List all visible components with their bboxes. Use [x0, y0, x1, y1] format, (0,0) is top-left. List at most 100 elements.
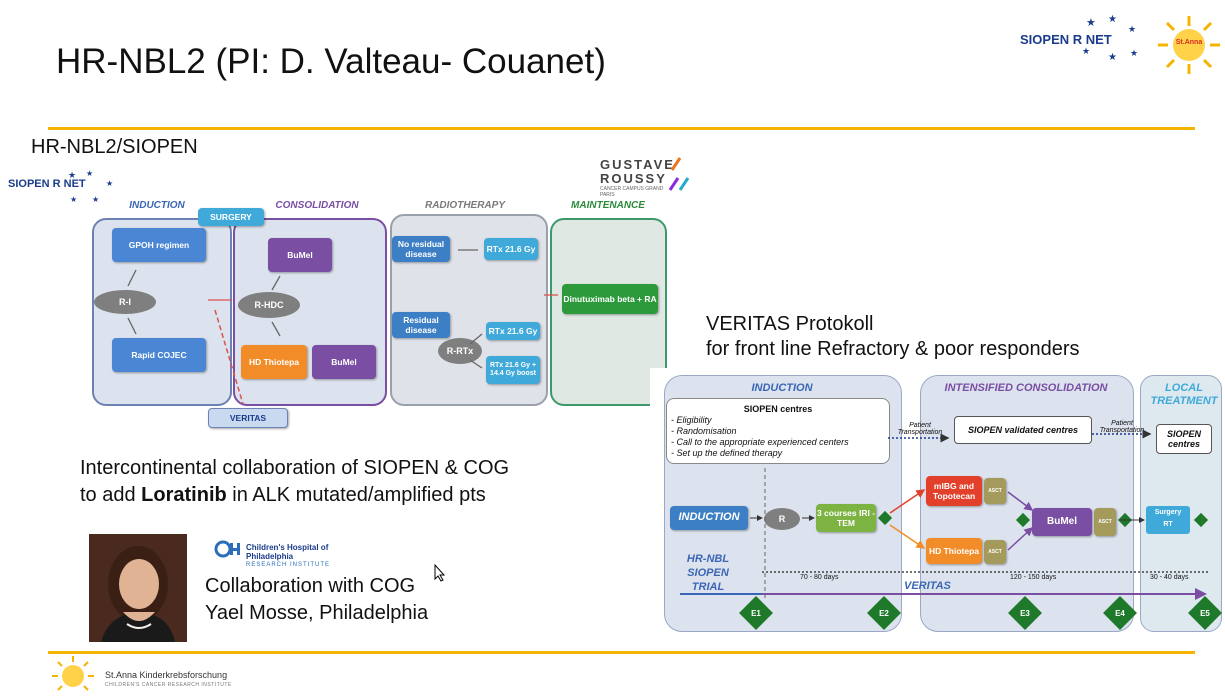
footer-sun-icon	[52, 656, 94, 691]
svg-text:★: ★	[106, 179, 113, 188]
collab-text: Intercontinental collaboration of SIOPEN…	[80, 455, 509, 509]
duration-2: 120 - 150 days	[1010, 574, 1057, 581]
svg-text:★: ★	[1128, 24, 1136, 34]
bumel-top-box: BuMel	[268, 238, 332, 272]
event-label: E1	[751, 608, 761, 618]
svg-text:★: ★	[70, 195, 77, 204]
surgery-rt-box: Surgery RT	[1146, 506, 1190, 534]
diagram-subtitle: HR-NBL2/SIOPEN	[31, 136, 198, 158]
svg-text:St.Anna: St.Anna	[1176, 39, 1203, 46]
svg-text:★: ★	[1108, 14, 1117, 25]
ri-randomisation: R-I	[94, 290, 156, 314]
maintenance-header: MAINTENANCE	[571, 200, 645, 211]
list-item: - Eligibility	[671, 415, 712, 425]
surgery-box: SURGERY	[198, 208, 264, 226]
residual-box: Residual disease	[392, 312, 450, 338]
collab-line1: Intercontinental collaboration of SIOPEN…	[80, 457, 510, 479]
svg-text:★: ★	[1130, 48, 1138, 58]
event-marker: E2	[867, 596, 901, 630]
veritas-box: VERITAS	[208, 408, 288, 428]
list-item: - Randomisation	[671, 426, 737, 436]
list-item: - Set up the defined therapy	[671, 448, 783, 458]
gustave-roussy-logo: GUSTAVE ROUSSY	[600, 157, 675, 186]
v-local-panel	[1140, 375, 1222, 632]
gustave-roussy-sub: CANCER CAMPUS GRAND PARIS	[600, 186, 664, 198]
event-marker: E3	[1008, 596, 1042, 630]
chop-logo-icon	[214, 540, 240, 558]
duration-3: 30 - 40 days	[1150, 574, 1189, 581]
dinutuximab-box: Dinutuximab beta + RA	[562, 284, 658, 314]
svg-text:★: ★	[1086, 17, 1096, 29]
event-marker: E5	[1188, 596, 1222, 630]
loratinib-text: Loratinib	[141, 484, 227, 506]
veritas-heading-line1: VERITAS Protokoll	[706, 313, 874, 335]
veritas-connectors	[680, 429, 1210, 600]
rt-label: RT	[1163, 521, 1173, 528]
mibg-box: mIBG and Topotecan	[926, 476, 982, 506]
portrait-photo	[89, 534, 187, 642]
siopen-logo-left: SIOPEN R NET	[8, 178, 86, 190]
veritas-flow-label: VERITAS	[904, 580, 951, 592]
siopen-stars-left-icon: ★ ★ ★ ★ ★	[68, 169, 113, 204]
cog-text: Collaboration with COG Yael Mosse, Phila…	[205, 573, 428, 627]
radiotherapy-header: RADIOTHERAPY	[424, 200, 505, 211]
svg-text:★: ★	[1108, 52, 1117, 62]
list-item: - Call to the appropriate experienced ce…	[671, 437, 849, 447]
rtx2-box: RTx 21.6 Gy	[486, 322, 540, 340]
patient-transport-1: Patient Transportation	[897, 422, 943, 436]
cog-line: Collaboration with COG	[205, 575, 416, 597]
rrtx-randomisation: R-RTx	[438, 338, 482, 364]
asct-box: ASCT	[984, 478, 1006, 504]
footer-sub: CHILDREN'S CANCER RESEARCH INSTITUTE	[105, 682, 232, 688]
event-label: E2	[879, 608, 889, 618]
event-label: E3	[1020, 608, 1030, 618]
trial-label: HR-NBL SIOPEN TRIAL	[686, 553, 730, 593]
gustave-roussy-slash-icon	[668, 157, 690, 191]
v-induction-header: INDUCTION	[751, 382, 813, 394]
mouse-cursor-icon	[434, 564, 446, 582]
hrnbl2-connectors	[127, 249, 558, 405]
bumel-bottom-box: BuMel	[312, 345, 376, 379]
rapid-cojec-box: Rapid COJEC	[112, 338, 206, 372]
siopen-centres-card: SIOPEN centres - Eligibility - Randomisa…	[666, 398, 890, 464]
svg-text:★: ★	[86, 169, 93, 178]
no-residual-box: No residual disease	[392, 236, 450, 262]
st-anna-sun-icon: St.Anna	[1158, 16, 1220, 74]
veritas-heading: VERITAS Protokoll for front line Refract…	[706, 312, 1080, 362]
induction-header: INDUCTION	[129, 200, 185, 211]
v-intensified-header: INTENSIFIED CONSOLIDATION	[944, 382, 1108, 394]
v-induction-box: INDUCTION	[670, 506, 748, 530]
v-bumel-box: BuMel	[1032, 508, 1092, 536]
rtx3-box: RTx 21.6 Gy + 14.4 Gy boost	[486, 356, 540, 384]
validated-centres-box: SIOPEN validated centres	[954, 416, 1092, 444]
person-line: Yael Mosse, Philadelphia	[205, 602, 429, 624]
collab-line2: to add Loratinib in ALK mutated/amplifie…	[80, 482, 509, 509]
v-hd-thiotepa-box: HD Thiotepa	[926, 538, 982, 564]
veritas-heading-line2: for front line Refractory & poor respond…	[706, 338, 1080, 360]
rtx1-box: RTx 21.6 Gy	[484, 238, 538, 260]
event-label: E5	[1200, 608, 1210, 618]
surgery-rt-label: Surgery	[1154, 509, 1182, 516]
siopen-logo-text: SIOPEN R NET	[1020, 32, 1112, 47]
v-r-randomisation: R	[764, 508, 800, 530]
siopen-stars-icon: ★ ★ ★ ★ ★ ★	[1082, 14, 1138, 62]
patient-transport-2: Patient Transportation	[1099, 420, 1145, 434]
collab-line2-pre: to add	[80, 484, 142, 506]
siopen-logo-top: SIOPEN R NET	[1020, 32, 1112, 47]
siopen-centres-title: SIOPEN centres	[743, 404, 813, 414]
three-courses-box: 3 courses IRI - TEM	[816, 504, 876, 532]
duration-1: 70 - 80 days	[800, 574, 839, 581]
event-label: E4	[1115, 608, 1125, 618]
footer-name: St.Anna Kinderkrebsforschung	[105, 670, 228, 680]
event-marker: E4	[1103, 596, 1137, 630]
local-centres-box: SIOPEN centres	[1156, 424, 1212, 454]
event-marker: E1	[739, 596, 773, 630]
slide-title: HR-NBL2 (PI: D. Valteau- Couanet)	[56, 42, 606, 81]
consolidation-header: CONSOLIDATION	[275, 200, 359, 211]
chop-sub: RESEARCH INSTITUTE	[246, 562, 331, 568]
svg-text:★: ★	[68, 170, 76, 180]
svg-text:★: ★	[92, 195, 99, 204]
collab-line2-post: in ALK mutated/amplified pts	[226, 484, 486, 506]
gpoh-regimen-box: GPOH regimen	[112, 228, 206, 262]
svg-text:★: ★	[1082, 46, 1090, 56]
